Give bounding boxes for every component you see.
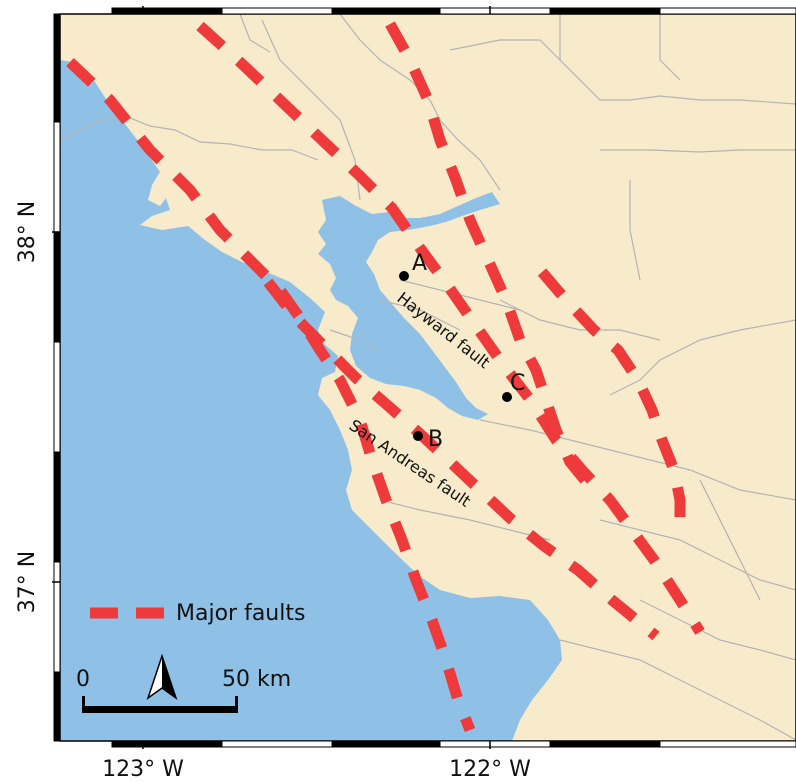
- left-bar-segment: [53, 451, 61, 563]
- legend-label: Major faults: [176, 601, 305, 626]
- fault-northwest-coastal: [66, 58, 476, 733]
- county-boundaries: [59, 13, 796, 741]
- scale-start-label: 0: [76, 667, 90, 692]
- bottom-bar-segment: [549, 740, 661, 748]
- scale-end-label: 50 km: [222, 667, 291, 692]
- frame-left-bar: [53, 13, 61, 742]
- fault-calaveras: [385, 21, 593, 488]
- top-bar-segment: [549, 7, 661, 15]
- scale-bar-tick-right: [235, 696, 238, 713]
- san-francisco-bay: [318, 192, 500, 420]
- legend: Major faults: [90, 601, 305, 626]
- left-bar-segment: [53, 231, 61, 343]
- sample-points: A B C: [399, 251, 525, 452]
- point-b-marker: [413, 431, 423, 441]
- fault-greenville: [537, 268, 686, 520]
- point-b-label: B: [428, 427, 443, 452]
- top-bar-segment: [111, 7, 223, 15]
- lat-label-37n: 37° N: [15, 551, 40, 613]
- left-bar-segment: [53, 561, 61, 673]
- left-bar-segment: [53, 671, 61, 742]
- lon-label-122w: 122° W: [449, 757, 531, 782]
- lon-label-123w: 123° W: [102, 757, 184, 782]
- north-arrow-shade: [162, 656, 176, 698]
- lat-label-38n: 38° N: [15, 201, 40, 263]
- frame-top-bar: [111, 7, 796, 15]
- scale-bar-tick-left: [82, 696, 85, 713]
- scale-bar-line: [82, 706, 238, 713]
- bottom-bar-segment: [331, 740, 441, 748]
- bottom-bar-segment: [659, 740, 796, 748]
- bottom-bar-segment: [111, 740, 223, 748]
- top-bar-segment: [439, 7, 551, 15]
- fault-san-andreas: [263, 278, 660, 641]
- left-bar-segment: [53, 341, 61, 453]
- scale-bar: 0 50 km: [76, 653, 291, 713]
- major-faults: [66, 21, 705, 733]
- point-a-label: A: [412, 251, 427, 276]
- bottom-bar-segment: [439, 740, 551, 748]
- top-bar-segment: [331, 7, 441, 15]
- point-c-marker: [502, 392, 512, 402]
- bottom-bar-segment: [221, 740, 333, 748]
- left-bar-segment: [53, 121, 61, 233]
- top-bar-segment: [659, 7, 796, 15]
- frame-bottom-bar: [111, 740, 796, 748]
- map-frame: [53, 7, 796, 748]
- tomales-bay: [120, 122, 150, 180]
- point-a-marker: [399, 271, 409, 281]
- fault-hayward: [196, 21, 705, 635]
- left-bar-segment: [53, 13, 61, 123]
- point-c-label: C: [510, 371, 525, 396]
- pacific-ocean: [60, 60, 562, 741]
- graticule-ticks: [52, 6, 491, 749]
- top-bar-segment: [221, 7, 333, 15]
